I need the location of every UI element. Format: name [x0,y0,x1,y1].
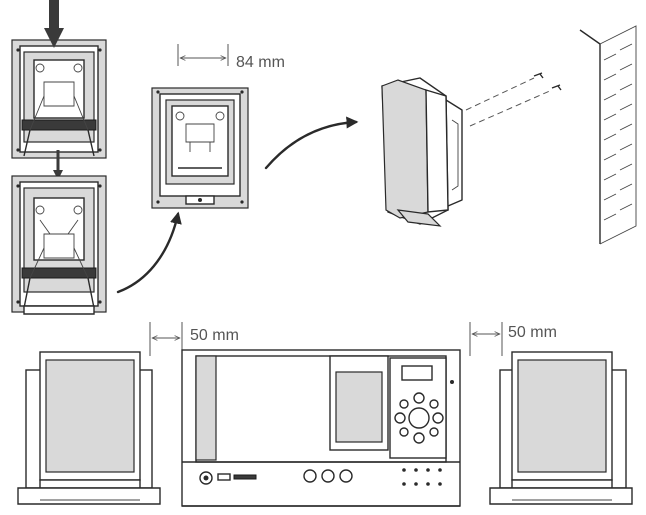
control-knob [339,469,353,483]
nav-down-button [413,432,425,444]
wall [579,25,637,245]
step1-bracket-attach-top [11,0,107,180]
down-arrow-head-icon [44,28,64,48]
nav-left-button [394,412,406,424]
control-knob [303,469,317,483]
lcd-display [401,365,433,381]
nav-center-button [408,407,430,429]
step3-bracket-spacing: 84 mm [151,44,285,209]
usb-port-icon [217,473,231,481]
display-window [335,371,383,443]
nav-right-button [432,412,444,424]
nav-up-button [413,392,425,404]
curved-arrow-icon [264,116,359,170]
left-clearance-label: 50 mm [190,327,239,344]
right-clearance-dimension: 50 mm [469,322,557,356]
right-speaker [489,351,633,505]
left-speaker [17,351,161,505]
step2-bracket-attach-bottom [11,175,107,315]
curved-arrow-icon [116,211,182,294]
bracket-spacing-label: 84 mm [236,54,285,71]
ir-window [233,474,257,480]
step4-speaker-wall-mount [381,72,562,227]
main-unit [181,349,461,507]
right-clearance-label: 50 mm [508,324,557,341]
screw-icon [533,72,544,79]
screw-icon [551,84,562,91]
control-knob [321,469,335,483]
